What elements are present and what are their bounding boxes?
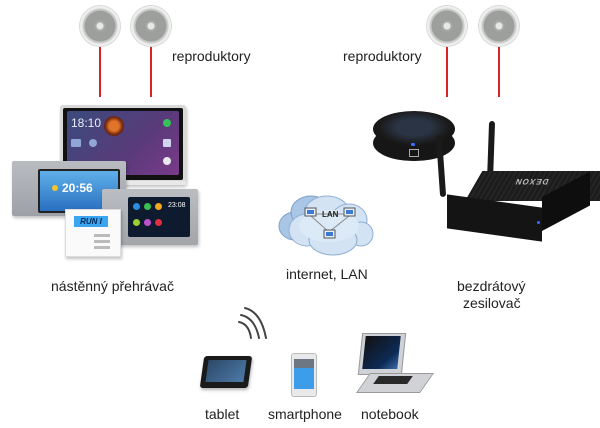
speaker-wire [498, 47, 500, 97]
wall-panel-large: 18:10 [60, 105, 186, 185]
speakers-label-left: reproduktory [172, 48, 251, 64]
ceiling-speaker-right-1 [427, 6, 467, 46]
network-cloud-icon [278, 195, 374, 256]
panel-clock: 18:10 [71, 116, 102, 130]
wall-player-label: nástěnný přehrávač [51, 278, 174, 294]
client-label-tablet: tablet [205, 406, 240, 422]
speaker-wire [446, 47, 448, 97]
ceiling-speaker-right-2 [479, 6, 519, 46]
network-label: internet, LAN [286, 266, 368, 282]
lan-computer-icon [304, 207, 356, 239]
amplifier-label-line1: bezdrátový [457, 278, 526, 294]
wall-player-group: 18:10 20:56 23:08 RUN I [0, 95, 200, 260]
client-label-smartphone: smartphone [268, 406, 342, 422]
keypad-display: RUN I [74, 216, 108, 227]
amp-brand: DEXON [513, 177, 551, 186]
panel-screen: 23:08 [128, 197, 190, 237]
amplifier-label-line2: zesilovač [463, 295, 521, 311]
notebook-icon [355, 333, 434, 395]
wall-keypad: RUN I [65, 209, 121, 257]
wifi-icon [238, 307, 267, 339]
panel-clock: 23:08 [168, 202, 186, 209]
cloud-lan-text: LAN [322, 210, 339, 219]
ceiling-speaker-left-2 [131, 6, 171, 46]
tablet-icon [198, 356, 253, 392]
ceiling-speaker-left-1 [80, 6, 120, 46]
speaker-wire [150, 47, 152, 97]
wireless-amplifier-group: DEXON [355, 95, 600, 255]
panel-screen: 18:10 [67, 111, 179, 175]
amplifier-box: DEXON [447, 171, 600, 242]
client-label-notebook: notebook [361, 406, 419, 422]
speakers-label-right: reproduktory [343, 48, 422, 64]
smartphone-icon [291, 353, 317, 397]
album-art [104, 116, 124, 136]
panel-clock: 20:56 [62, 181, 93, 195]
speaker-wire [99, 47, 101, 97]
